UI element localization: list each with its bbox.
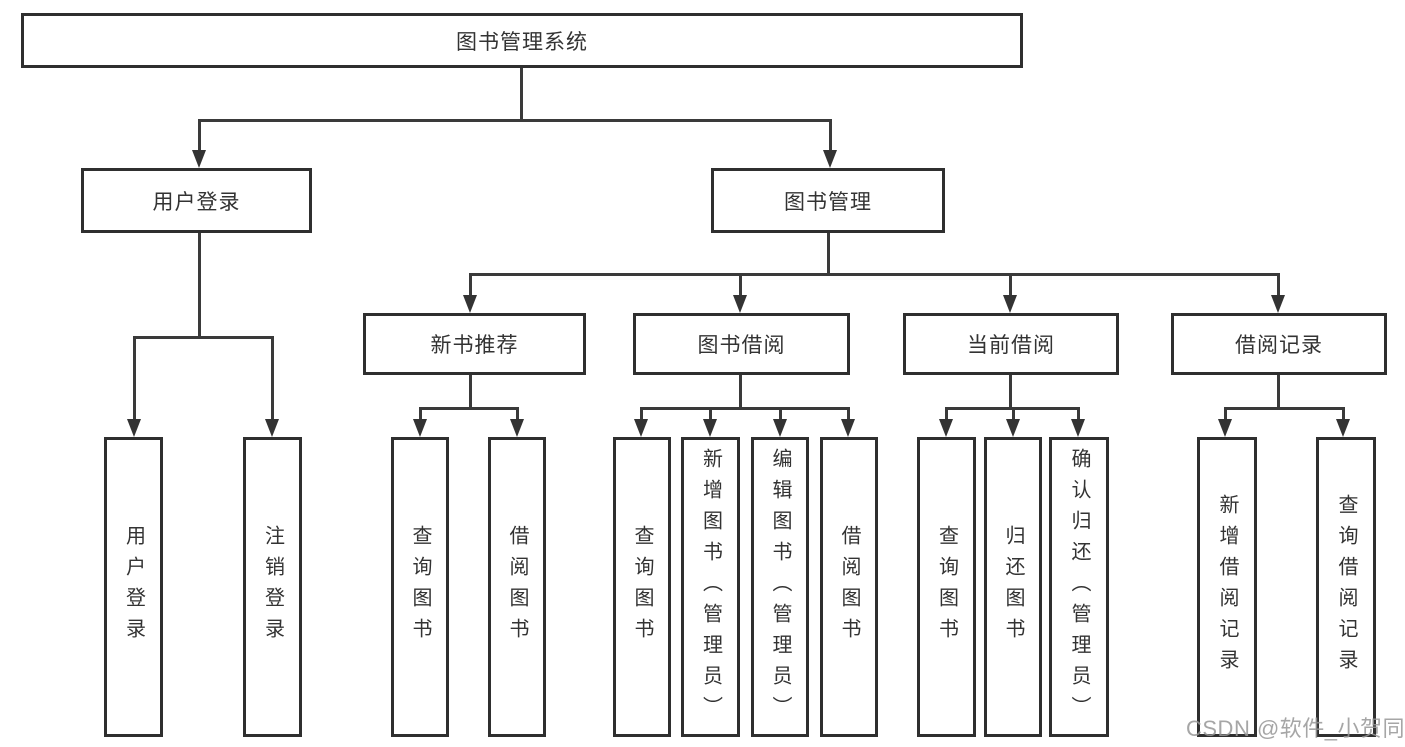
node-current-borrowing: 当前借阅 — [903, 313, 1119, 375]
node-br-query-record: 查询借阅记录 — [1316, 437, 1376, 737]
connector-line — [469, 273, 472, 297]
arrowhead-down-icon — [841, 419, 855, 437]
connector-line — [1077, 407, 1080, 422]
node-new-book-recommend-label: 新书推荐 — [430, 334, 519, 357]
connector-line — [1224, 407, 1227, 422]
node-cb-confirm-return-admin-label: 确认归还（管理员） — [1068, 447, 1090, 727]
connector-line — [516, 407, 519, 422]
connector-line — [847, 407, 850, 422]
node-br-add-record: 新增借阅记录 — [1197, 437, 1257, 737]
node-logout-label: 注销登录 — [261, 525, 284, 649]
arrowhead-down-icon — [192, 150, 206, 168]
node-cb-query-books-label: 查询图书 — [935, 525, 958, 649]
connector-line — [779, 407, 782, 422]
node-bb-add-books-admin: 新增图书（管理员） — [681, 437, 740, 737]
node-nbr-borrow-books: 借阅图书 — [488, 437, 546, 737]
node-library-system-label: 图书管理系统 — [456, 30, 588, 54]
connector-line — [945, 407, 948, 422]
node-user-login-group: 用户登录 — [81, 168, 312, 233]
arrowhead-down-icon — [1071, 419, 1085, 437]
arrowhead-down-icon — [1006, 419, 1020, 437]
node-new-book-recommend: 新书推荐 — [363, 313, 586, 375]
connector-line — [198, 233, 201, 338]
node-user-login: 用户登录 — [104, 437, 163, 737]
connector-line — [1009, 273, 1012, 297]
node-bb-add-books-admin-label: 新增图书（管理员） — [699, 447, 722, 727]
arrowhead-down-icon — [127, 419, 141, 437]
node-book-borrowing-label: 图书借阅 — [697, 334, 786, 357]
node-current-borrowing-label: 当前借阅 — [967, 334, 1055, 357]
arrowhead-down-icon — [773, 419, 787, 437]
arrowhead-down-icon — [703, 419, 717, 437]
connector-line — [198, 119, 832, 122]
node-nbr-query-books-label: 查询图书 — [409, 525, 431, 649]
node-br-query-record-label: 查询借阅记录 — [1335, 494, 1357, 680]
connector-line — [1224, 407, 1345, 410]
connector-line — [520, 68, 523, 121]
connector-line — [739, 375, 742, 409]
node-book-management-label: 图书管理 — [784, 190, 872, 214]
connector-line — [1012, 407, 1015, 422]
node-bb-borrow-books-label: 借阅图书 — [838, 525, 860, 649]
arrowhead-down-icon — [939, 419, 953, 437]
node-cb-query-books: 查询图书 — [917, 437, 976, 737]
arrowhead-down-icon — [634, 419, 648, 437]
node-bb-query-books: 查询图书 — [613, 437, 671, 737]
node-bb-edit-books-admin: 编辑图书（管理员） — [751, 437, 809, 737]
connector-line — [827, 233, 830, 275]
connector-line — [1277, 375, 1280, 409]
arrowhead-down-icon — [1218, 419, 1232, 437]
arrowhead-down-icon — [463, 295, 477, 313]
connector-line — [709, 407, 712, 422]
arrowhead-down-icon — [823, 150, 837, 168]
node-user-login-label: 用户登录 — [122, 525, 145, 649]
connector-line — [419, 407, 519, 410]
arrowhead-down-icon — [733, 295, 747, 313]
arrowhead-down-icon — [1336, 419, 1350, 437]
node-book-management: 图书管理 — [711, 168, 945, 233]
connector-line — [198, 119, 201, 153]
arrowhead-down-icon — [265, 419, 279, 437]
node-bb-edit-books-admin-label: 编辑图书（管理员） — [769, 447, 791, 727]
node-cb-confirm-return-admin: 确认归还（管理员） — [1049, 437, 1109, 737]
node-cb-return-books: 归还图书 — [984, 437, 1042, 737]
node-library-system: 图书管理系统 — [21, 13, 1023, 68]
connector-line — [1009, 375, 1012, 409]
connector-line — [829, 119, 832, 153]
connector-line — [1277, 273, 1280, 297]
node-user-login-group-label: 用户登录 — [152, 190, 241, 214]
connector-line — [640, 407, 850, 410]
connector-line — [133, 336, 136, 422]
node-cb-return-books-label: 归还图书 — [1002, 525, 1024, 649]
connector-line — [419, 407, 422, 422]
node-br-add-record-label: 新增借阅记录 — [1216, 494, 1238, 680]
connector-line — [739, 273, 742, 297]
arrowhead-down-icon — [510, 419, 524, 437]
node-borrowing-records-label: 借阅记录 — [1235, 334, 1323, 357]
node-nbr-borrow-books-label: 借阅图书 — [506, 525, 528, 649]
node-nbr-query-books: 查询图书 — [391, 437, 449, 737]
node-book-borrowing: 图书借阅 — [633, 313, 850, 375]
connector-line — [271, 336, 274, 422]
node-bb-query-books-label: 查询图书 — [631, 525, 653, 649]
connector-line — [640, 407, 643, 422]
connector-line — [469, 273, 1280, 276]
arrowhead-down-icon — [1003, 295, 1017, 313]
connector-line — [1342, 407, 1345, 422]
node-logout: 注销登录 — [243, 437, 302, 737]
node-bb-borrow-books: 借阅图书 — [820, 437, 878, 737]
connector-line — [133, 336, 274, 339]
connector-line — [469, 375, 472, 409]
node-borrowing-records: 借阅记录 — [1171, 313, 1387, 375]
watermark-text: CSDN @软件_小贺同学 — [1186, 716, 1405, 741]
arrowhead-down-icon — [413, 419, 427, 437]
arrowhead-down-icon — [1271, 295, 1285, 313]
